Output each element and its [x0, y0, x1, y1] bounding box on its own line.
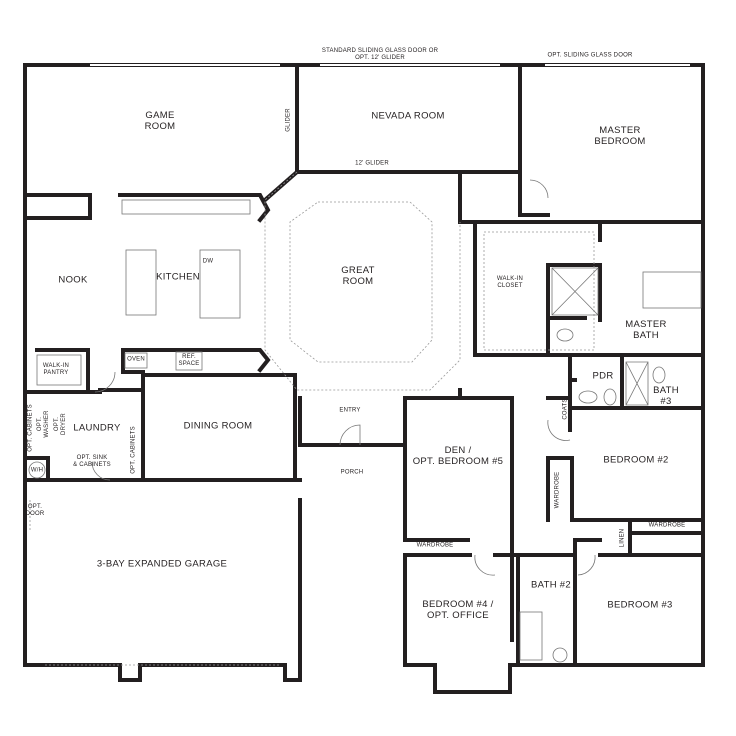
room-entry: ENTRY	[339, 407, 361, 414]
room-pdr: PDR	[592, 370, 614, 382]
note-linen: LINEN	[619, 528, 626, 548]
room-bedroom-2: BEDROOM #2	[603, 454, 669, 466]
note-wardrobe-linen: WARDROBE	[648, 522, 686, 529]
room-nevada-room: NEVADA ROOM	[371, 110, 445, 122]
room-nook: NOOK	[58, 274, 88, 286]
room-bedroom-3: BEDROOM #3	[607, 599, 673, 611]
room-walk-in-pantry: WALK-IN PANTRY	[42, 363, 70, 376]
note-opt-door: OPT. DOOR	[25, 504, 45, 517]
room-kitchen: KITCHEN	[156, 271, 200, 283]
note-dw: DW	[202, 258, 214, 265]
room-porch: PORCH	[340, 469, 364, 476]
room-garage: 3-BAY EXPANDED GARAGE	[96, 558, 228, 570]
note-wardrobe-den: WARDROBE	[416, 542, 454, 549]
note-coats: COATS	[562, 398, 569, 420]
room-great-room: GREAT ROOM	[341, 265, 375, 287]
note-water-heater: W/H	[30, 467, 44, 474]
room-bath-2: BATH #2	[531, 579, 571, 591]
room-dining-room: DINING ROOM	[183, 420, 253, 432]
note-opt-sliding-door: OPT. SLIDING GLASS DOOR	[547, 52, 633, 59]
note-12-glider: 12' GLIDER	[355, 160, 389, 167]
note-wardrobe-bed2: WARDROBE	[554, 471, 561, 509]
room-bath-3: BATH #3	[653, 385, 679, 407]
note-opt-cabinets-right: OPT. CABINETS	[130, 426, 137, 474]
room-master-bath: MASTER BATH	[625, 319, 667, 341]
room-bedroom-4: BEDROOM #4 / OPT. OFFICE	[422, 599, 494, 621]
note-opt-cabinets-left: OPT. CABINETS	[27, 404, 34, 452]
note-ref-space: REF. SPACE	[178, 354, 200, 367]
note-opt-sink: OPT. SINK & CABINETS	[73, 455, 111, 468]
room-laundry: LAUNDRY	[73, 422, 121, 434]
room-den: DEN / OPT. BEDROOM #5	[412, 445, 504, 467]
note-oven: OVEN	[127, 356, 145, 363]
note-opt-dryer: OPT. DRYER	[54, 413, 67, 435]
note-opt-washer: OPT. WASHER	[37, 410, 50, 438]
note-glider: GLIDER	[285, 108, 292, 132]
room-game-room: GAME ROOM	[144, 110, 176, 132]
room-walk-in-closet: WALK-IN CLOSET	[496, 276, 524, 289]
note-sliding-door: STANDARD SLIDING GLASS DOOR OR OPT. 12' …	[321, 48, 439, 61]
room-master-bedroom: MASTER BEDROOM	[594, 125, 646, 147]
